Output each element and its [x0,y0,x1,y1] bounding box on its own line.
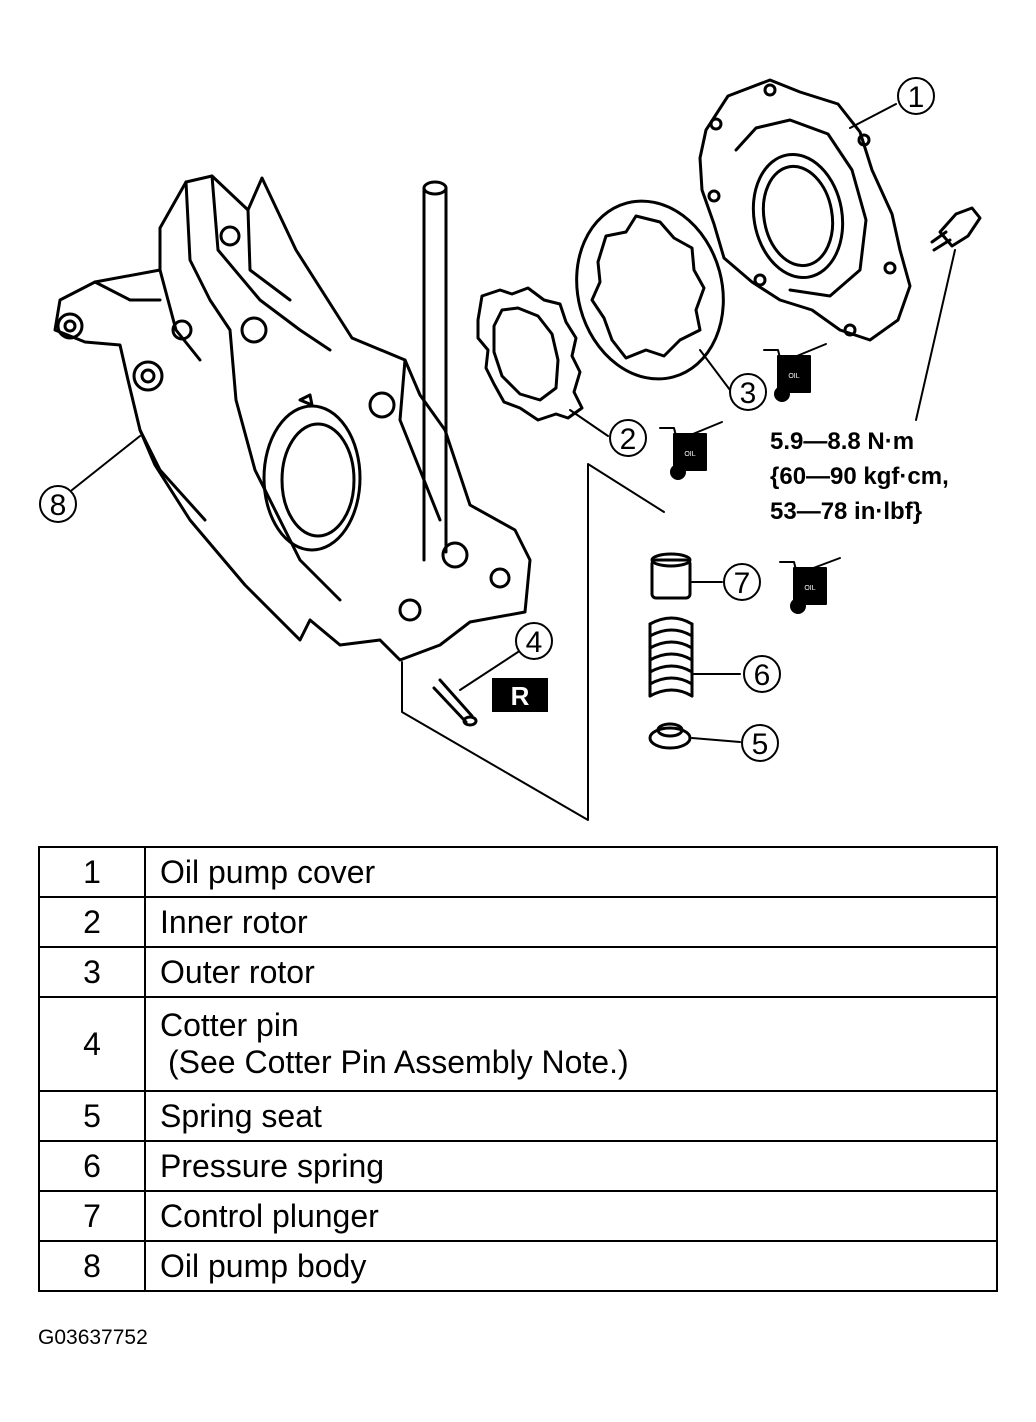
callout-8: 8 [39,485,77,523]
table-row: 4 Cotter pin (See Cotter Pin Assembly No… [38,996,998,1092]
part-number: 6 [38,1140,146,1192]
svg-text:6: 6 [754,659,771,692]
svg-text:5: 5 [752,728,769,761]
svg-text:8: 8 [50,489,67,522]
svg-text:OIL: OIL [804,585,815,592]
oil-pickup-tube-drawing [422,180,448,562]
table-row: 7 Control plunger [38,1190,998,1242]
part-number: 3 [38,946,146,998]
oil-can-icon: OIL [659,421,723,480]
part-number: 8 [38,1240,146,1292]
cotter-pin-drawing [432,678,478,727]
svg-text:3: 3 [740,377,757,410]
part-number: 5 [38,1090,146,1142]
assembly-bracket-lines [401,463,665,821]
oil-can-icon: OIL [763,343,827,402]
relief-valve-parts-drawing [648,552,694,750]
part-number: 7 [38,1190,146,1242]
callout-circles: 1 2 3 4 5 6 7 8 [39,77,935,762]
torque-spec: 5.9—8.8 N·m {60—90 kgf·cm, 53—78 in·lbf} [770,424,949,529]
part-name: Inner rotor [144,896,998,948]
part-name: Cotter pin [160,1007,299,1043]
part-number: 1 [38,846,146,898]
table-row: 8 Oil pump body [38,1240,998,1292]
callout-7: 7 [723,563,761,601]
table-row: 5 Spring seat [38,1090,998,1142]
svg-text:OIL: OIL [684,451,695,458]
oil-pump-cover-drawing [698,78,912,342]
part-name: Control plunger [144,1190,998,1242]
leader-lines [71,103,956,743]
replace-part-badge: R [492,678,548,712]
callout-2: 2 [609,419,647,457]
part-number: 2 [38,896,146,948]
parts-legend-table: 1 Oil pump cover 2 Inner rotor 3 Outer r… [38,846,998,1292]
part-name: Outer rotor [144,946,998,998]
part-name: Spring seat [144,1090,998,1142]
oil-can-icons: OIL OIL OIL [659,343,841,614]
svg-text:2: 2 [620,423,637,456]
torque-line-kgfcm: {60—90 kgf·cm, [770,463,949,490]
svg-text:1: 1 [908,81,925,114]
table-row: 2 Inner rotor [38,896,998,948]
callout-1: 1 [897,77,935,115]
svg-text:4: 4 [526,626,543,659]
svg-text:OIL: OIL [788,373,799,380]
callout-6: 6 [743,655,781,693]
exploded-view-diagram: 1 2 3 4 5 6 7 8 OIL OIL [39,77,982,821]
svg-text:7: 7 [734,567,751,600]
outer-rotor-drawing [575,199,725,381]
figure-code: G03637752 [38,1326,148,1349]
part-name: Pressure spring [144,1140,998,1192]
torque-line-inlbf: 53—78 in·lbf} [770,498,923,525]
part-number: 4 [38,996,146,1092]
callout-5: 5 [741,724,779,762]
table-row: 3 Outer rotor [38,946,998,998]
cover-bolt-drawing [930,206,982,252]
oil-pump-body-drawing [53,174,532,662]
callout-3: 3 [729,373,767,411]
svg-text:R: R [511,681,530,711]
oil-can-icon: OIL [779,557,841,614]
table-row: 1 Oil pump cover [38,846,998,898]
part-note: (See Cotter Pin Assembly Note.) [168,1044,629,1080]
part-name-with-note: Cotter pin (See Cotter Pin Assembly Note… [144,996,998,1092]
torque-line-nm: 5.9—8.8 N·m [770,428,915,455]
inner-rotor-drawing [476,286,584,422]
part-name: Oil pump body [144,1240,998,1292]
part-name: Oil pump cover [144,846,998,898]
callout-4: 4 [515,622,553,660]
table-row: 6 Pressure spring [38,1140,998,1192]
